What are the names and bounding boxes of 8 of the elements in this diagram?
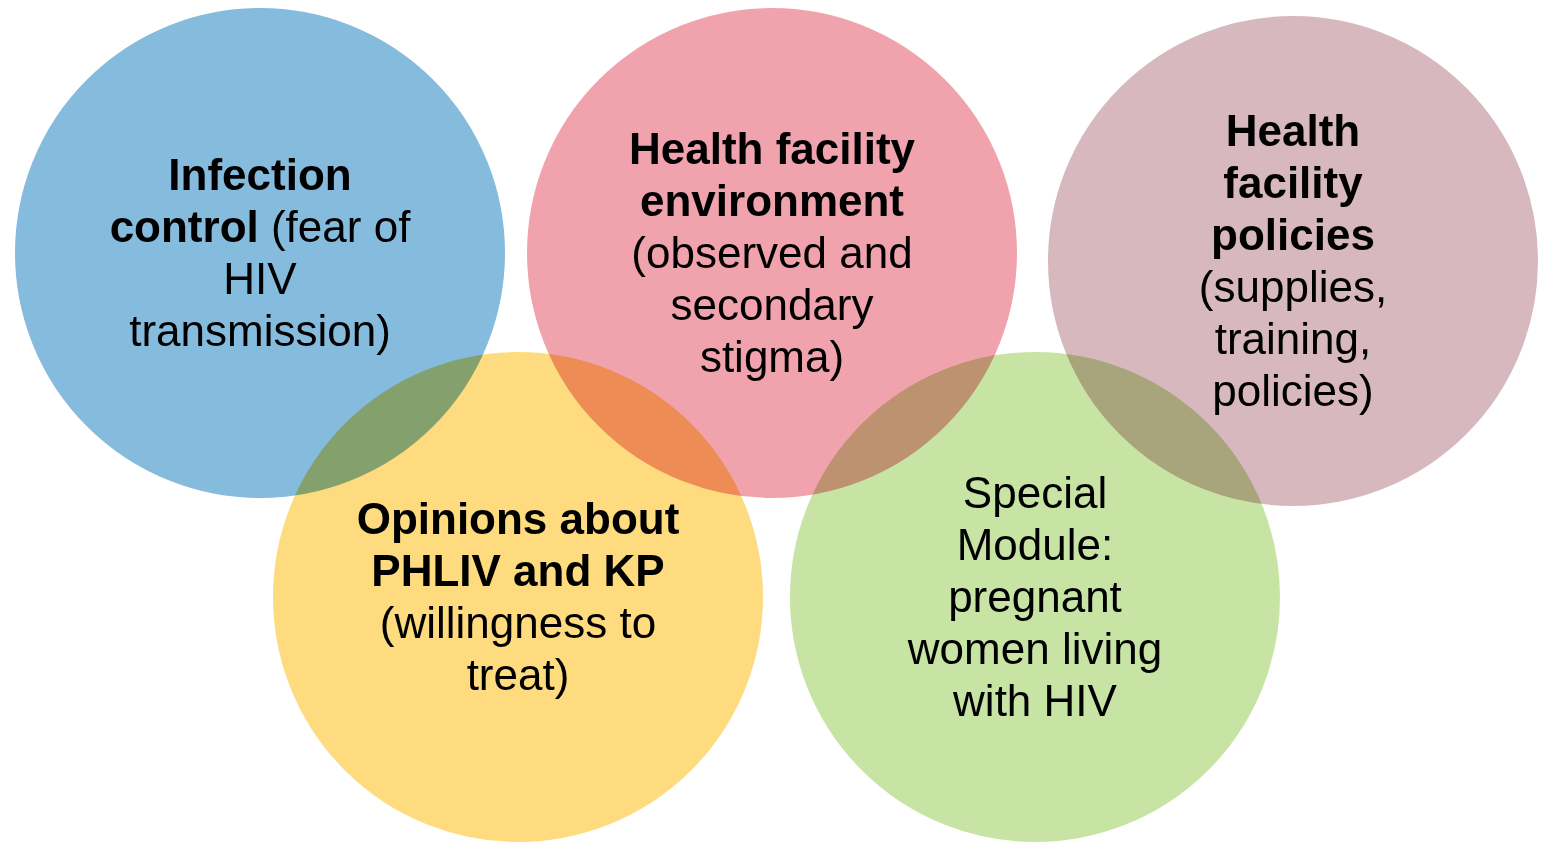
circle-label: (observed and secondary stigma): [630, 227, 914, 383]
circle-label: (supplies, training, policies): [1197, 261, 1389, 417]
circle-heading: Health facility policies: [1210, 105, 1376, 261]
circle-label: (willingness to treat): [378, 597, 658, 701]
circle-heading: Health facility environment: [627, 123, 917, 227]
circle-label: Special Module: pregnant women living with HIV: [906, 467, 1164, 727]
circle-label: Infection control (fear of HIV transmission): [108, 149, 412, 357]
circle-heading: Opinions about PHLIV and KP: [355, 493, 681, 597]
